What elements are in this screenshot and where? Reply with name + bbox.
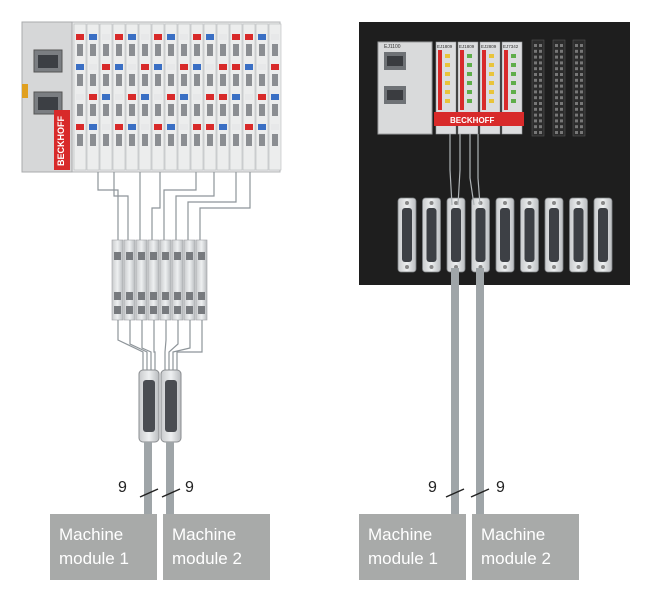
right-ej-slice: EJ2809: [479, 41, 501, 135]
right-dsub-connector: [471, 197, 490, 273]
right-cable-1: [451, 268, 459, 514]
left-wire: [97, 172, 119, 240]
left-terminal-slice: [125, 23, 139, 171]
left-wire: [129, 320, 148, 370]
right-slice-label-0: EJ1100: [384, 44, 401, 50]
left-wire: [153, 320, 156, 370]
left-terminal-slice: [190, 23, 204, 171]
left-terminal-slice: [242, 23, 256, 171]
left-terminal-slice: [216, 23, 230, 171]
right-machine-module-1: Machine module 1: [359, 514, 466, 580]
left-bus-coupler: BECKHOFF: [21, 21, 282, 173]
left-slash-2: [161, 488, 181, 498]
right-ej-slice: EJ7342: [501, 41, 523, 135]
right-dsub-connector: [495, 197, 515, 273]
terminal-block-slice: [159, 239, 172, 321]
left-terminal-slice: [73, 23, 87, 171]
right-dsub-connector: [593, 197, 613, 273]
right-machine-module-2: Machine module 2: [472, 514, 579, 580]
left-wire: [175, 172, 215, 240]
left-module-1-line-1: Machine: [59, 525, 123, 544]
left-wire: [141, 320, 152, 370]
terminal-block-slice: [171, 239, 184, 321]
terminal-block-slice: [123, 239, 136, 321]
left-wires-bottom: [117, 320, 203, 370]
right-slash-2: [470, 488, 490, 498]
left-wire: [164, 320, 167, 370]
right-module-1-line-2: module 1: [368, 549, 438, 568]
right-internal-wires: [449, 134, 481, 206]
left-slash-1: [139, 488, 159, 498]
left-brand-strip: [54, 110, 70, 170]
left-module-1-line-2: module 1: [59, 549, 129, 568]
right-dsub-connector: [520, 197, 539, 273]
right-dsub-connector: [422, 197, 441, 273]
left-dsub-connector-2: [160, 369, 182, 443]
left-wire: [163, 172, 197, 240]
left-wire: [151, 172, 161, 240]
terminal-block-slice: [183, 239, 196, 321]
left-terminal-slice: [86, 23, 100, 171]
left-module-2-line-2: module 2: [172, 549, 242, 568]
right-slice-label: EJ2809: [481, 44, 497, 49]
right-ej-slice: EJ1809: [435, 41, 457, 135]
left-machine-module-1: Machine module 1: [50, 514, 157, 580]
left-wires-top: [97, 172, 251, 240]
terminal-block-slice: [135, 239, 148, 321]
left-machine-module-2: Machine module 2: [163, 514, 270, 580]
left-wire: [199, 172, 251, 240]
right-dsub-connector: [569, 197, 588, 273]
left-wire: [172, 320, 191, 370]
right-cabinet: EJ1100 EJ1809 EJ1809 EJ2809 EJ7342 BECKHOFF: [359, 22, 630, 285]
left-wire-count-2: 9: [185, 479, 194, 496]
terminal-block-slice: [147, 239, 160, 321]
right-brand-strip: [434, 112, 524, 126]
right-module-1-line-1: Machine: [368, 525, 432, 544]
right-slice-label: EJ1809: [437, 44, 453, 49]
left-wire: [176, 320, 203, 370]
right-cable-2: [476, 268, 484, 514]
left-cable-2: [166, 442, 174, 514]
pin-header-strip: [531, 39, 545, 137]
right-dsub-connector: [397, 197, 417, 273]
right-slash-1: [445, 488, 465, 498]
pin-header-strip: [552, 39, 566, 137]
right-brand-label: BECKHOFF: [450, 116, 495, 125]
left-terminal-slice: [112, 23, 126, 171]
left-wire: [117, 320, 144, 370]
right-slice-label: EJ7342: [503, 44, 519, 49]
left-wire-count-1: 9: [118, 479, 127, 496]
right-dsub-connector: [544, 197, 564, 273]
right-module-2-line-2: module 2: [481, 549, 551, 568]
left-brand-label: BECKHOFF: [56, 116, 66, 166]
right-ej-slice: EJ1809: [457, 41, 479, 135]
right-dsub-connector: [446, 197, 466, 273]
pin-header-strip: [572, 39, 586, 137]
left-terminal-slice: [151, 23, 165, 171]
left-terminal-slice: [255, 23, 269, 171]
left-terminal-slice: [268, 23, 282, 171]
left-wire: [187, 172, 237, 240]
left-wire: [168, 320, 179, 370]
left-terminal-slice: [229, 23, 243, 171]
terminal-block-slice: [195, 239, 208, 321]
left-terminal-slice: [203, 23, 217, 171]
left-terminal-slice: [99, 23, 113, 171]
left-terminal-slice: [177, 23, 191, 171]
left-terminal-block: [111, 239, 208, 321]
right-module-2-line-1: Machine: [481, 525, 545, 544]
left-terminal-slice: [138, 23, 152, 171]
right-wire-count-2: 9: [496, 479, 505, 496]
terminal-block-slice: [111, 239, 124, 321]
right-slice-label: EJ1809: [459, 44, 475, 49]
left-module-2-line-1: Machine: [172, 525, 236, 544]
right-wire-count-1: 9: [428, 479, 437, 496]
left-terminal-slice: [164, 23, 178, 171]
left-dsub-connector-1: [138, 369, 160, 443]
left-wire: [113, 172, 129, 240]
left-cable-1: [144, 442, 152, 514]
